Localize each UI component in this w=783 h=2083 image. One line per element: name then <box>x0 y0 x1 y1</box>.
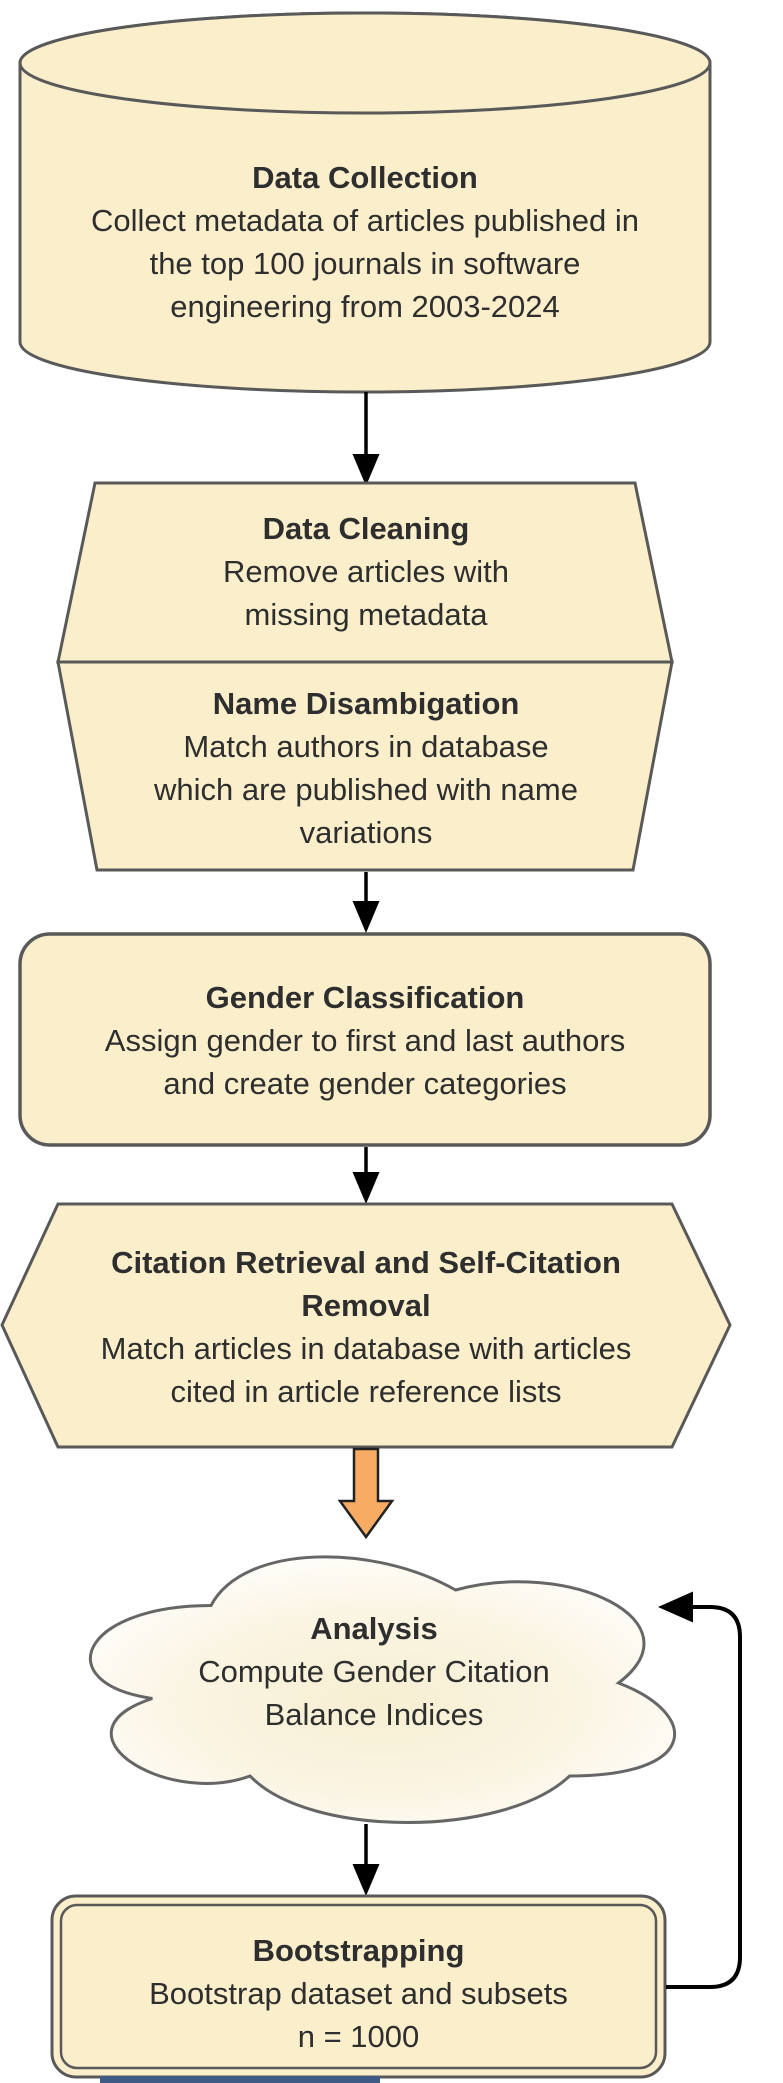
name-disambigation-trapezoid <box>56 660 674 872</box>
arrowhead-icon <box>658 1591 693 1623</box>
data-cleaning-title: Data Cleaning <box>262 511 470 546</box>
citation-retrieval-title: Citation Retrieval and Self-Citation <box>111 1245 621 1280</box>
arrow-disambigation-to-gender <box>352 872 380 933</box>
orange-block-arrow <box>337 1447 395 1540</box>
bootstrapping-label: Bootstrapping Bootstrap dataset and subs… <box>52 1929 665 2058</box>
arrowhead-icon <box>352 1864 380 1896</box>
arrow-analysis-to-bootstrapping <box>352 1824 380 1896</box>
bootstrapping-title: Bootstrapping <box>252 1933 465 1968</box>
data-collection-title: Data Collection <box>252 160 478 195</box>
data-collection-line: engineering from 2003-2024 <box>170 289 560 324</box>
citation-retrieval-label: Citation Retrieval and Self-Citation Rem… <box>81 1241 651 1413</box>
data-collection-line: Collect metadata of articles published i… <box>91 203 639 238</box>
feedback-loop-arrow <box>658 1591 742 1989</box>
arrow-gender-to-citation <box>352 1147 380 1204</box>
data-collection-line: the top 100 journals in software <box>149 246 581 281</box>
bottom-cutoff-bar <box>100 2076 380 2083</box>
data-collection-label: Data Collection Collect metadata of arti… <box>20 156 710 328</box>
data-cleaning-line: missing metadata <box>244 597 488 632</box>
name-disambigation-title: Name Disambigation <box>212 686 520 721</box>
gender-classification-box <box>18 932 712 1147</box>
name-disambigation-line: which are published with name <box>154 772 578 807</box>
analysis-cloud <box>88 1555 676 1824</box>
analysis-title: Analysis <box>310 1611 438 1646</box>
analysis-label: Analysis Compute Gender Citation Balance… <box>48 1607 700 1736</box>
data-cleaning-label: Data Cleaning Remove articles with missi… <box>61 507 671 636</box>
name-disambigation-line: Match authors in database <box>183 729 549 764</box>
gender-classification-title: Gender Classification <box>205 980 525 1015</box>
arrowhead-icon <box>352 901 380 933</box>
bootstrapping-line: n = 1000 <box>297 2019 420 2054</box>
analysis-line: Compute Gender Citation <box>198 1654 550 1689</box>
citation-retrieval-line: cited in article reference lists <box>170 1374 562 1409</box>
gender-classification-line: and create gender categories <box>163 1066 567 1101</box>
arrowhead-icon <box>352 1172 380 1204</box>
citation-retrieval-hexagon <box>0 1202 732 1449</box>
citation-retrieval-title: Removal <box>301 1288 431 1323</box>
analysis-line: Balance Indices <box>264 1697 484 1732</box>
bootstrapping-line: Bootstrap dataset and subsets <box>149 1976 568 2011</box>
arrow-collection-to-cleaning <box>352 392 380 486</box>
citation-retrieval-line: Match articles in database with articles <box>100 1331 632 1366</box>
gender-classification-line: Assign gender to first and last authors <box>104 1023 626 1058</box>
arrowhead-icon <box>352 454 380 486</box>
data-cleaning-line: Remove articles with <box>223 554 509 589</box>
data-collection-cylinder <box>18 11 712 394</box>
gender-classification-label: Gender Classification Assign gender to f… <box>20 976 710 1105</box>
name-disambigation-label: Name Disambigation Match authors in data… <box>61 682 671 854</box>
name-disambigation-line: variations <box>299 815 433 850</box>
